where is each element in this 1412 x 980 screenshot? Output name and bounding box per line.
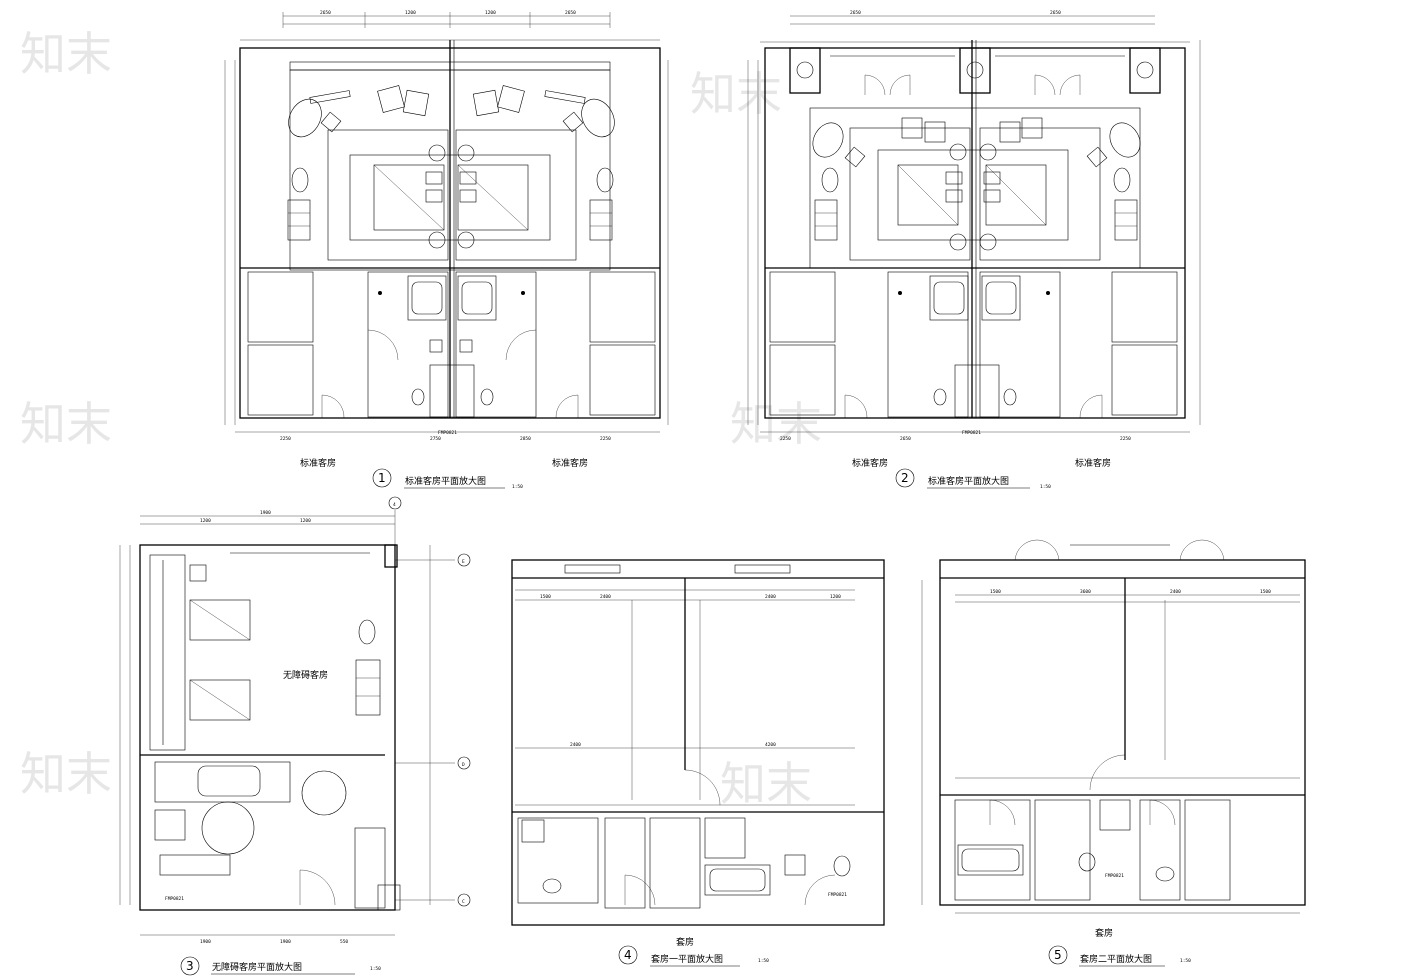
door-tag: FMP0821	[438, 430, 457, 436]
outer-wall	[139, 544, 396, 911]
door-tag: FMP0821	[165, 896, 184, 902]
room-label: 标准客房	[852, 457, 888, 469]
dimension-lines	[224, 12, 669, 433]
svg-text:1500: 1500	[540, 594, 551, 600]
svg-text:2250: 2250	[600, 436, 611, 442]
grid-bubbles: 4 E D C	[388, 496, 471, 907]
door-tag: FMP0821	[828, 892, 847, 898]
plan-number-circle	[372, 468, 392, 488]
svg-text:1500: 1500	[1260, 589, 1271, 595]
plan-2: 2650 2650 2250 2650 2250	[747, 10, 1201, 490]
plan-number-circle	[618, 945, 638, 965]
watermark-group: 知末 知末 知末 知末 知末 知末	[20, 27, 822, 811]
svg-text:1200: 1200	[485, 10, 496, 16]
plan-scale: 1:50	[370, 966, 381, 972]
grid-tag: D	[462, 762, 465, 768]
svg-text:1900: 1900	[200, 939, 211, 945]
svg-text:3600: 3600	[1080, 589, 1091, 595]
dimension-lines	[119, 510, 455, 936]
grid-tag: E	[462, 559, 465, 565]
svg-text:2400: 2400	[600, 594, 611, 600]
plan-title: 无障碍客房平面放大图	[212, 961, 302, 973]
svg-text:1500: 1500	[990, 589, 1001, 595]
svg-text:1200: 1200	[405, 10, 416, 16]
room-label: 套房	[676, 936, 694, 948]
plan-title: 套房一平面放大图	[651, 953, 723, 965]
door-tag: FMP0821	[1105, 873, 1124, 879]
plan-title: 标准客房平面放大图	[405, 475, 486, 487]
plan-number-circle	[1048, 945, 1068, 965]
svg-text:2650: 2650	[850, 10, 861, 16]
room-label: 套房	[1095, 927, 1113, 939]
svg-text:2250: 2250	[280, 436, 291, 442]
svg-text:2750: 2750	[430, 436, 441, 442]
svg-text:2850: 2850	[520, 436, 531, 442]
plan-number-circle	[180, 956, 200, 976]
plan-scale: 1:50	[1180, 958, 1191, 964]
plan-3: 1900 1200 1200 1900 1900 550 无障碍客房 4 E	[119, 496, 471, 976]
plan-scale: 1:50	[758, 958, 769, 964]
svg-text:1200: 1200	[300, 518, 311, 524]
svg-text:2650: 2650	[565, 10, 576, 16]
plan-number: 1	[378, 471, 386, 485]
plan-number: 2	[901, 471, 909, 485]
plan-number: 4	[624, 948, 632, 962]
plan-number: 5	[1054, 948, 1062, 962]
watermark: 知末	[20, 27, 112, 81]
svg-text:2400: 2400	[1170, 589, 1181, 595]
outer-wall	[764, 47, 1186, 419]
dimension-lines	[747, 15, 1201, 433]
room-label: 标准客房	[1075, 457, 1111, 469]
svg-text:2650: 2650	[320, 10, 331, 16]
plan-scale: 1:50	[1040, 484, 1051, 490]
svg-text:2400: 2400	[570, 742, 581, 748]
room-label: 标准客房	[300, 457, 336, 469]
svg-text:2250: 2250	[1120, 436, 1131, 442]
plan-1: 2650 1200 1200 2650 2750 2250 2250 2850	[224, 10, 669, 490]
watermark: 知末	[690, 67, 782, 121]
svg-text:2650: 2650	[900, 436, 911, 442]
plan-number-circle	[895, 468, 915, 488]
plan-number: 3	[186, 959, 194, 973]
svg-text:2250: 2250	[780, 436, 791, 442]
watermark: 知末	[730, 397, 822, 451]
svg-text:1900: 1900	[280, 939, 291, 945]
svg-text:1900: 1900	[260, 510, 271, 516]
svg-text:2650: 2650	[1050, 10, 1061, 16]
svg-text:1200: 1200	[200, 518, 211, 524]
plan-scale: 1:50	[512, 484, 523, 490]
dimension-lines	[921, 580, 1300, 914]
svg-text:1200: 1200	[830, 594, 841, 600]
watermark: 知末	[20, 747, 112, 801]
svg-text:2400: 2400	[765, 594, 776, 600]
plan-title: 套房二平面放大图	[1080, 953, 1152, 965]
grid-tag: 4	[393, 502, 396, 508]
plan-title: 标准客房平面放大图	[928, 475, 1009, 487]
watermark: 知末	[720, 757, 812, 811]
outer-wall	[939, 559, 1306, 906]
room-label: 标准客房	[552, 457, 588, 469]
grid-tag: C	[462, 899, 465, 905]
svg-text:4200: 4200	[765, 742, 776, 748]
watermark: 知末	[20, 397, 112, 451]
svg-text:550: 550	[340, 939, 348, 945]
outer-wall	[511, 559, 885, 926]
room-label: 无障碍客房	[283, 669, 328, 681]
door-tag: FMP0821	[962, 430, 981, 436]
